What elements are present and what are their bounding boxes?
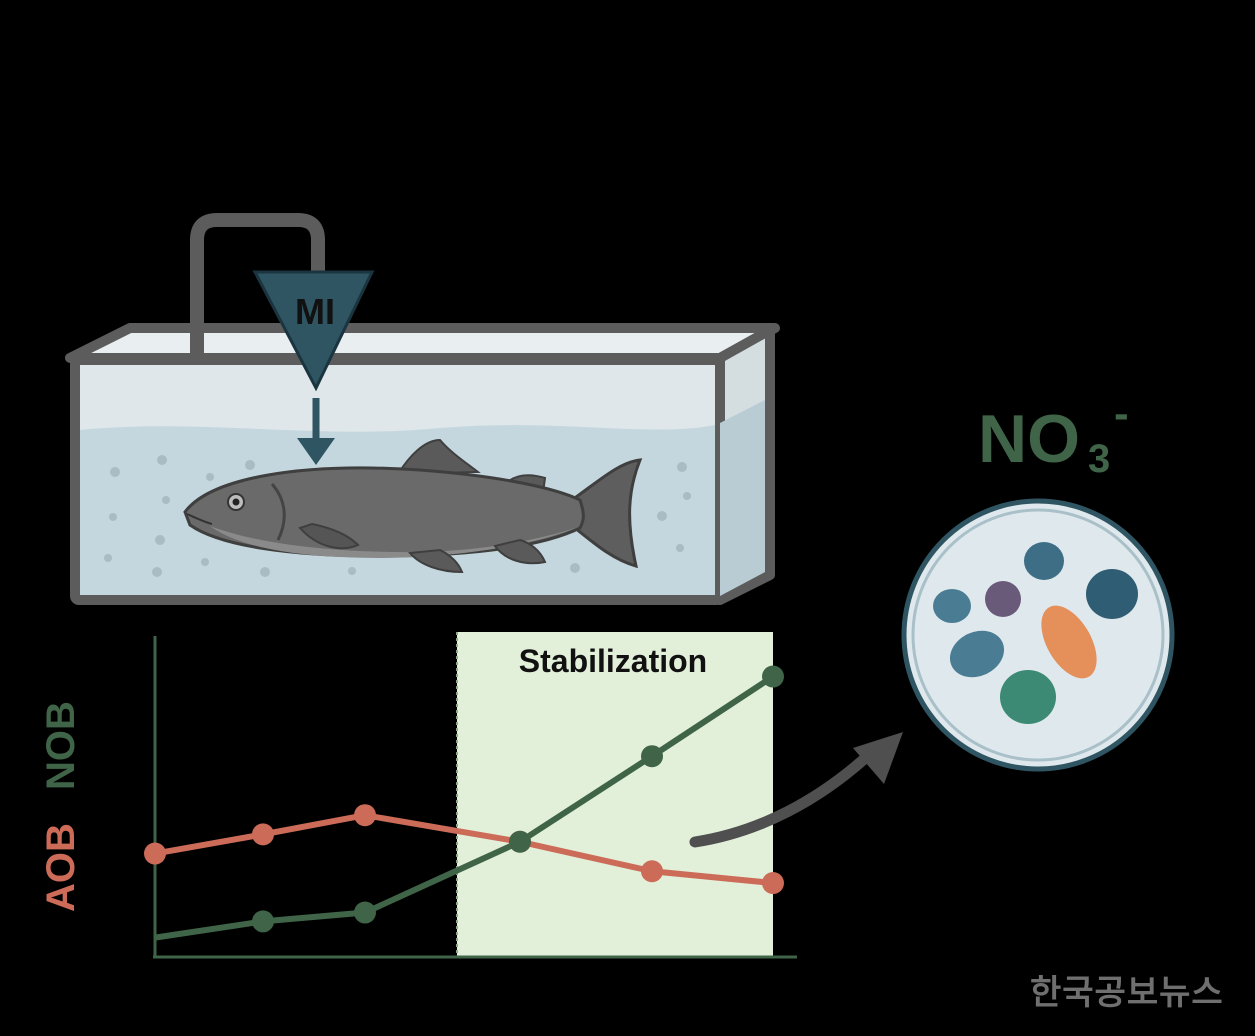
series-line-nob [154, 674, 775, 941]
ion-subscript: 3 [1088, 437, 1110, 481]
data-point-aob [354, 804, 376, 827]
line-chart: Stabilization [144, 632, 797, 959]
microbe-icon [1024, 542, 1064, 580]
microbe-icon [933, 589, 971, 623]
data-point-aob [641, 860, 663, 883]
y-axis-label: AOB NOB [39, 701, 83, 912]
nitrate-ion-label: NO 3 - [978, 389, 1129, 481]
microbe-icon [949, 630, 1005, 678]
data-point-nob [641, 745, 663, 768]
microbe-icon [1000, 670, 1056, 724]
series-line-aob [154, 812, 774, 887]
curved-arrow-icon [689, 732, 903, 848]
ion-superscript: - [1114, 389, 1129, 438]
stabilization-label: Stabilization [519, 643, 707, 679]
data-point-nob [762, 665, 784, 688]
petri-dish-icon [901, 498, 1175, 772]
data-point-aob [252, 823, 274, 846]
y-axis-label-aob: AOB [39, 823, 83, 912]
data-point-nob [354, 901, 376, 924]
microbe-icon [1086, 569, 1138, 619]
microbe-icon [985, 581, 1021, 617]
funnel-icon [252, 270, 375, 392]
watermark: 한국공보뉴스 [1030, 973, 1224, 1013]
ion-base: NO [978, 401, 1080, 477]
data-point-aob [762, 872, 784, 895]
data-point-nob [509, 830, 531, 853]
y-axis-label-nob: NOB [39, 701, 83, 790]
data-point-nob [252, 910, 274, 933]
microbe-icon [1041, 605, 1097, 679]
funnel-label: MI [295, 291, 335, 332]
down-arrow-icon [297, 398, 335, 465]
pipe-icon [190, 213, 325, 358]
fish-icon [183, 438, 643, 574]
stabilization-region [457, 632, 773, 957]
data-point-aob [144, 842, 166, 865]
